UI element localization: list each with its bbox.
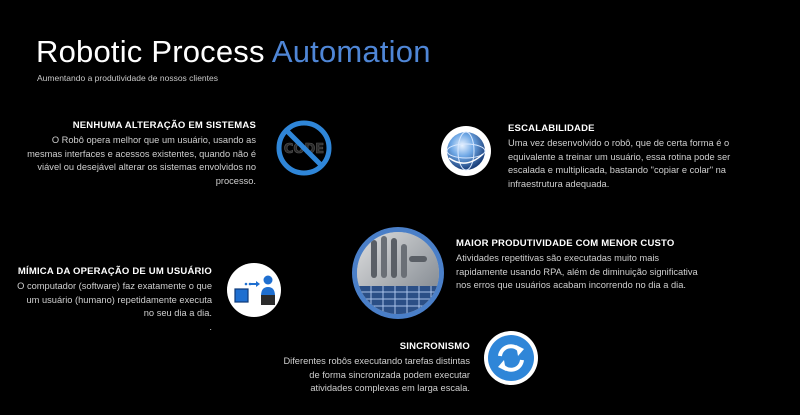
title-main: Robotic Process (36, 34, 272, 69)
computer-to-user-icon (226, 262, 282, 318)
feature-title: MÍMICA DA OPERAÇÃO DE UM USUÁRIO (17, 266, 212, 277)
robot-hand-image (351, 226, 445, 320)
feature-scalability: ESCALABILIDADE Uma vez desenvolvido o ro… (508, 123, 758, 191)
feature-title: MAIOR PRODUTIVIDADE COM MENOR CUSTO (456, 238, 675, 249)
feature-dot: . (209, 321, 212, 332)
feature-text: Atividades repetitivas são executadas mu… (456, 253, 698, 291)
feature-text: Diferentes robôs executando tarefas dist… (283, 356, 470, 394)
feature-text: O Robô opera melhor que um usuário, usan… (27, 135, 256, 186)
title-accent: Automation (271, 34, 431, 69)
feature-no-change: NENHUMA ALTERAÇÃO EM SISTEMAS O Robô ope… (20, 120, 256, 188)
globe-icon (439, 124, 493, 178)
feature-mimicry: MÍMICA DA OPERAÇÃO DE UM USUÁRIO O compu… (16, 266, 212, 334)
feature-title: NENHUMA ALTERAÇÃO EM SISTEMAS (72, 120, 256, 131)
feature-productivity: MAIOR PRODUTIVIDADE COM MENOR CUSTO Ativ… (456, 238, 706, 293)
page-title: Robotic Process Automation (36, 34, 431, 70)
sync-icon (483, 330, 539, 386)
feature-title: SINCRONISMO (399, 341, 470, 352)
feature-text: Uma vez desenvolvido o robô, que de cert… (508, 138, 731, 189)
feature-title: ESCALABILIDADE (508, 123, 595, 134)
page-subtitle: Aumentando a produtividade de nossos cli… (37, 73, 218, 83)
feature-text: O computador (software) faz exatamente o… (17, 281, 212, 319)
feature-sync: SINCRONISMO Diferentes robôs executando … (280, 341, 470, 396)
no-code-icon: CODE (276, 120, 332, 176)
